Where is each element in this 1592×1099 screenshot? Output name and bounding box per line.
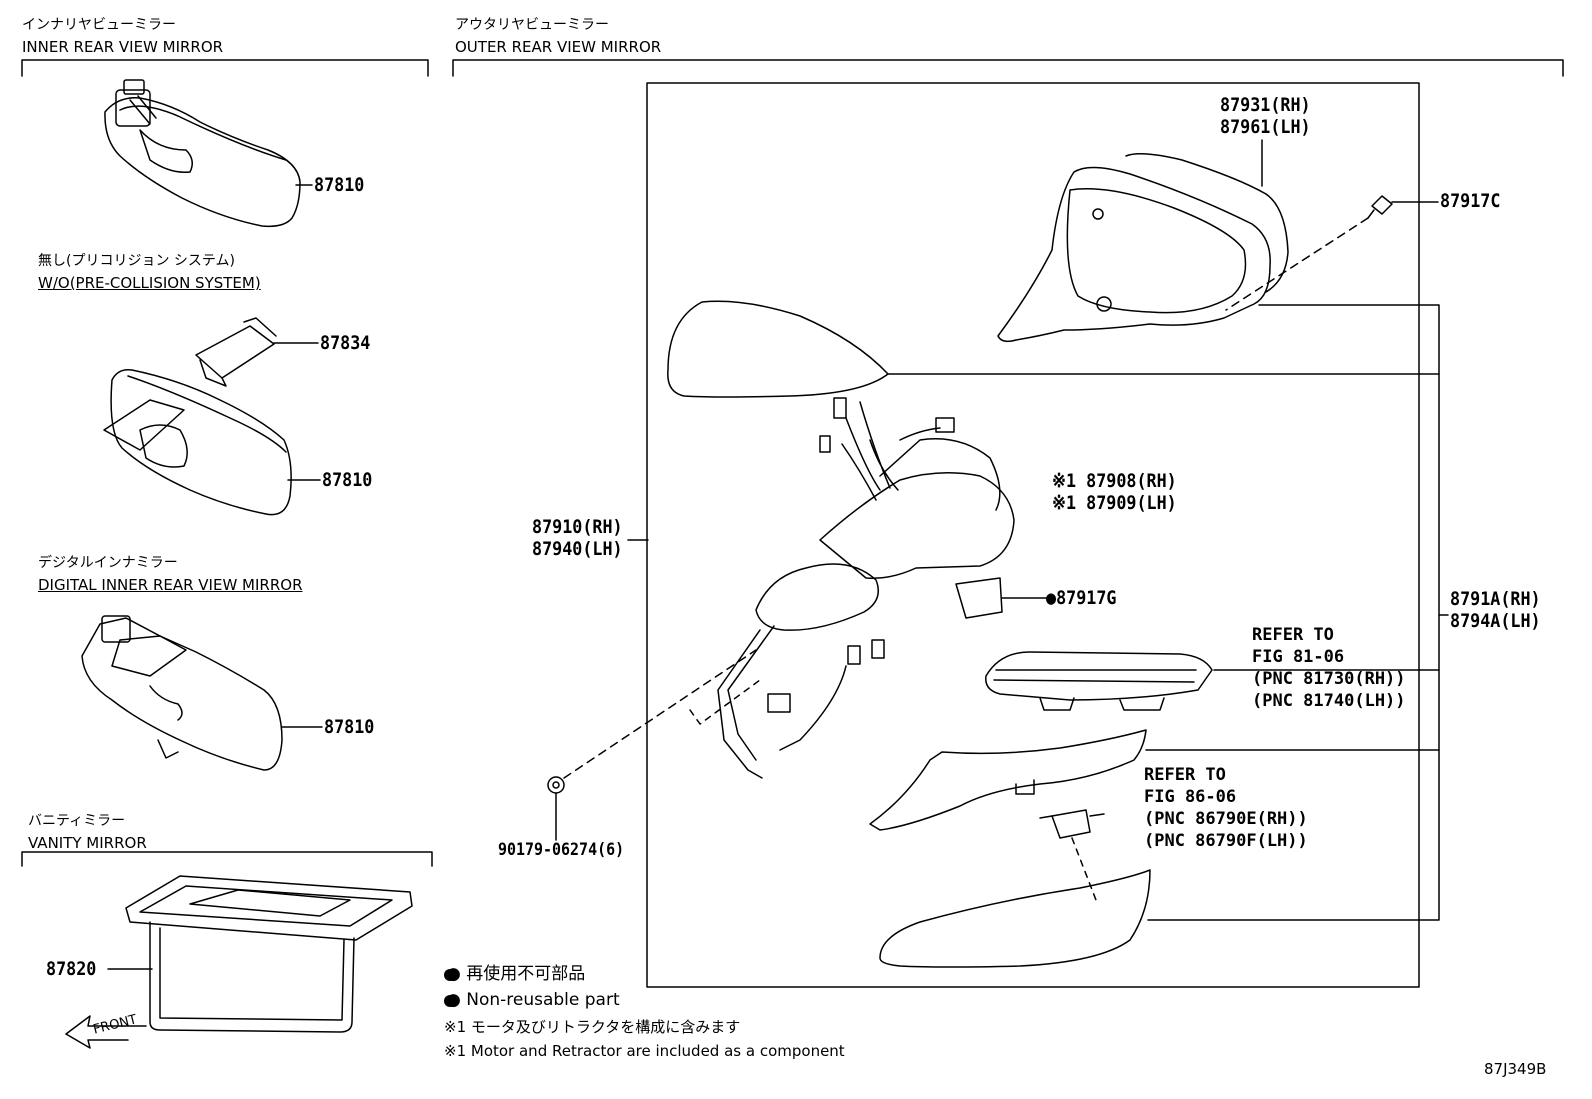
- bracket-87834-drawing: [195, 317, 277, 387]
- ref2-line-3: (PNC 86790E(RH)): [1144, 809, 1308, 829]
- ref2-line-4: (PNC 86790F(LH)): [1144, 831, 1308, 851]
- inner-mirror-2-drawing: [103, 368, 292, 516]
- part-number-90179: 90179-06274(6): [498, 840, 625, 860]
- note-motor-en: ※1 Motor and Retractor are included as a…: [444, 1042, 845, 1060]
- part-number-87910: 87910(RH): [532, 516, 623, 538]
- refer-fig-81-06: REFER TO FIG 81-06 (PNC 81730(RH)) (PNC …: [1252, 624, 1406, 712]
- ref1-line-3: (PNC 81730(RH)): [1252, 669, 1406, 689]
- screw-87917c-drawing: [1367, 195, 1393, 219]
- ref1-line-4: (PNC 81740(LH)): [1252, 691, 1406, 711]
- digital-mirror-title-en: DIGITAL INNER REAR VIEW MIRROR: [38, 576, 303, 594]
- dashed-clip: [563, 649, 757, 779]
- part-number-87961: 87961(LH): [1220, 116, 1311, 138]
- ref2-line-2: FIG 86-06: [1144, 787, 1237, 807]
- dashed-87917c: [1225, 217, 1369, 311]
- inner-mirror-title-jp: インナリヤビューミラー: [22, 17, 176, 33]
- wo-pcs-title-jp: 無し(プリコリジョン システム): [38, 253, 235, 269]
- inner-mirror-title-en: INNER REAR VIEW MIRROR: [22, 38, 224, 56]
- clip-90179-drawing: [547, 776, 565, 794]
- outer-mirror-title-en: OUTER REAR VIEW MIRROR: [455, 38, 662, 56]
- wo-pcs-title-en: W/O(PRE-COLLISION SYSTEM): [38, 274, 261, 292]
- mirror-glass-drawing: [667, 300, 889, 398]
- part-number-87909: ※1 87909(LH): [1052, 492, 1177, 514]
- outer-mirror-title-jp: アウタリヤビューミラー: [455, 17, 609, 33]
- part-number-87917g: ●87917G: [1046, 587, 1117, 609]
- part-number-87931: 87931(RH): [1220, 94, 1311, 116]
- refer-fig-86-06: REFER TO FIG 86-06 (PNC 86790E(RH)) (PNC…: [1144, 764, 1308, 852]
- vanity-mirror-title-en: VANITY MIRROR: [28, 834, 147, 852]
- leader-8791a-bracket: [1147, 304, 1440, 921]
- legend-nonreusable-jp: ● 再使用不可部品: [446, 964, 586, 984]
- digital-mirror-drawing: [81, 615, 283, 771]
- front-arrow: [65, 1015, 147, 1049]
- part-number-8791a: 8791A(RH): [1450, 588, 1541, 610]
- inner-section-bracket: [21, 59, 429, 77]
- turn-signal-drawing: [985, 651, 1213, 711]
- ref2-line-1: REFER TO: [1144, 765, 1226, 785]
- part-number-87940: 87940(LH): [532, 538, 623, 560]
- part-number-87810-a: 87810: [314, 174, 365, 196]
- part-number-8794a: 8794A(LH): [1450, 610, 1541, 632]
- part-number-87810-b: 87810: [322, 469, 373, 491]
- mirror-base-cover-drawing: [879, 869, 1151, 968]
- tape-87917g-drawing: [955, 577, 1003, 619]
- outer-section-bracket: [452, 59, 1564, 77]
- part-number-87810-c: 87810: [324, 716, 375, 738]
- ref1-line-2: FIG 81-06: [1252, 647, 1345, 667]
- part-number-87917c: 87917C: [1440, 190, 1501, 212]
- figure-id: 87J349B: [1484, 1060, 1547, 1078]
- legend-dot-jp: [444, 969, 456, 981]
- vanity-mirror-drawing: [125, 875, 413, 1033]
- part-number-87820: 87820: [46, 958, 97, 980]
- digital-mirror-title-jp: デジタルインナミラー: [38, 555, 178, 571]
- inner-mirror-drawing: [104, 79, 301, 228]
- note-motor-jp: ※1 モータ及びリトラクタを構成に含みます: [444, 1018, 741, 1036]
- part-number-87834: 87834: [320, 332, 371, 354]
- legend-nonreusable-en: ● Non-reusable part: [446, 990, 620, 1010]
- vanity-section-bracket: [21, 851, 433, 867]
- camera-drawing: [1039, 809, 1105, 839]
- part-number-87908: ※1 87908(RH): [1052, 470, 1177, 492]
- legend-dot-en: [444, 995, 456, 1007]
- dashed-camera: [1071, 837, 1097, 901]
- outer-assembly-box: [646, 82, 1420, 988]
- ref1-line-1: REFER TO: [1252, 625, 1334, 645]
- lower-cover-drawing: [869, 729, 1147, 831]
- mirror-housing-87931-drawing: [997, 153, 1289, 343]
- vanity-mirror-title-jp: バニティミラー: [28, 813, 126, 829]
- motor-harness-drawing: [717, 397, 1015, 779]
